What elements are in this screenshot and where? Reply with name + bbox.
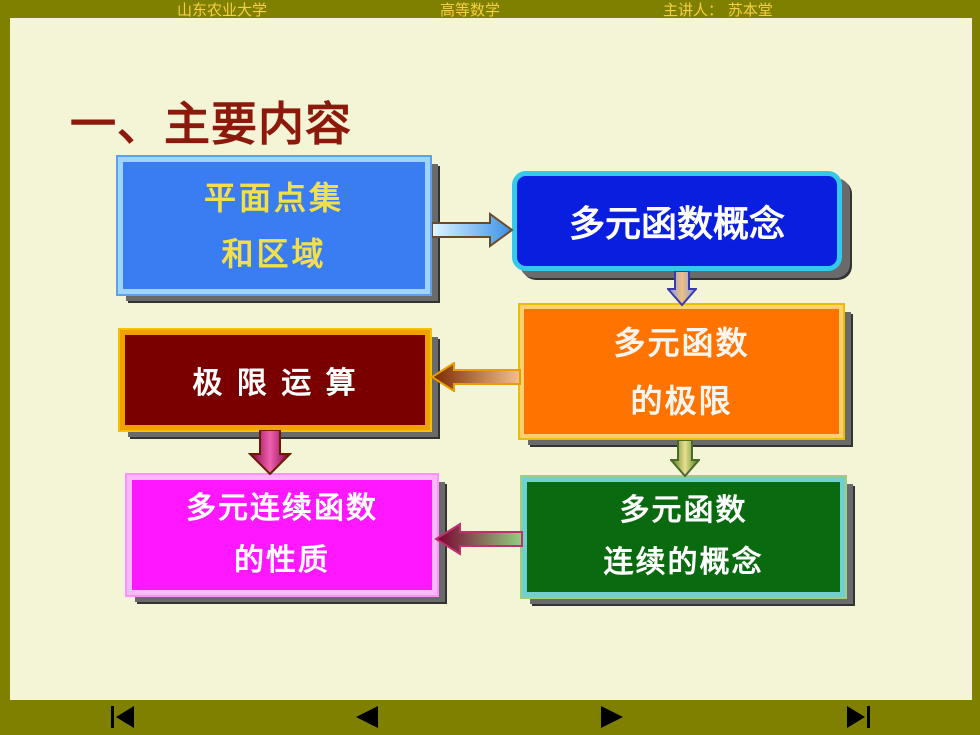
arrow-right-icon xyxy=(432,212,514,248)
box-continuous-function-properties-line2: 的性质 xyxy=(234,543,330,578)
first-page-icon xyxy=(111,706,134,728)
box-multivar-limit-line2: 的极限 xyxy=(630,381,733,420)
box-continuous-function-properties-line1: 多元连续函数 xyxy=(186,491,378,526)
arrow-left-icon xyxy=(434,522,523,556)
last-page-button[interactable] xyxy=(843,704,873,730)
box-continuity-concept-line1: 多元函数 xyxy=(619,493,748,528)
arrow-down-icon xyxy=(670,440,700,478)
last-page-icon xyxy=(847,706,870,728)
box-plane-point-sets-line2: 和区域 xyxy=(221,234,327,273)
first-page-button[interactable] xyxy=(108,704,138,730)
box-limit-operations: 极 限 运 算 xyxy=(118,328,432,432)
header-lecturer: 主讲人： 苏本堂 xyxy=(663,1,773,19)
box-multivar-function-concept-line1: 多元函数概念 xyxy=(568,204,785,245)
previous-page-icon xyxy=(356,706,378,728)
box-continuous-function-properties: 多元连续函数 的性质 xyxy=(125,473,439,597)
previous-page-button[interactable] xyxy=(352,704,382,730)
box-multivar-function-concept: 多元函数概念 xyxy=(512,171,842,271)
box-continuity-concept: 多元函数 连续的概念 xyxy=(520,475,847,599)
navigation-bar xyxy=(0,700,980,735)
box-limit-operations-line1: 极 限 运 算 xyxy=(192,366,358,401)
box-plane-point-sets-line1: 平面点集 xyxy=(203,178,344,217)
arrow-down-icon xyxy=(667,271,697,307)
arrow-left-icon xyxy=(430,362,521,392)
header-course: 高等数学 xyxy=(440,1,501,19)
next-page-icon xyxy=(601,706,623,728)
next-page-button[interactable] xyxy=(597,704,627,730)
header-university: 山东农业大学 xyxy=(177,1,268,19)
slide-title: 一、主要内容 xyxy=(70,97,352,151)
slide-header: 山东农业大学 高等数学 主讲人： 苏本堂 xyxy=(0,0,980,19)
arrow-down-icon xyxy=(248,430,292,476)
box-continuity-concept-line2: 连续的概念 xyxy=(603,545,764,580)
box-multivar-limit-line1: 多元函数 xyxy=(613,323,750,362)
box-multivar-limit: 多元函数 的极限 xyxy=(518,303,845,440)
box-plane-point-sets: 平面点集 和区域 xyxy=(116,155,432,296)
